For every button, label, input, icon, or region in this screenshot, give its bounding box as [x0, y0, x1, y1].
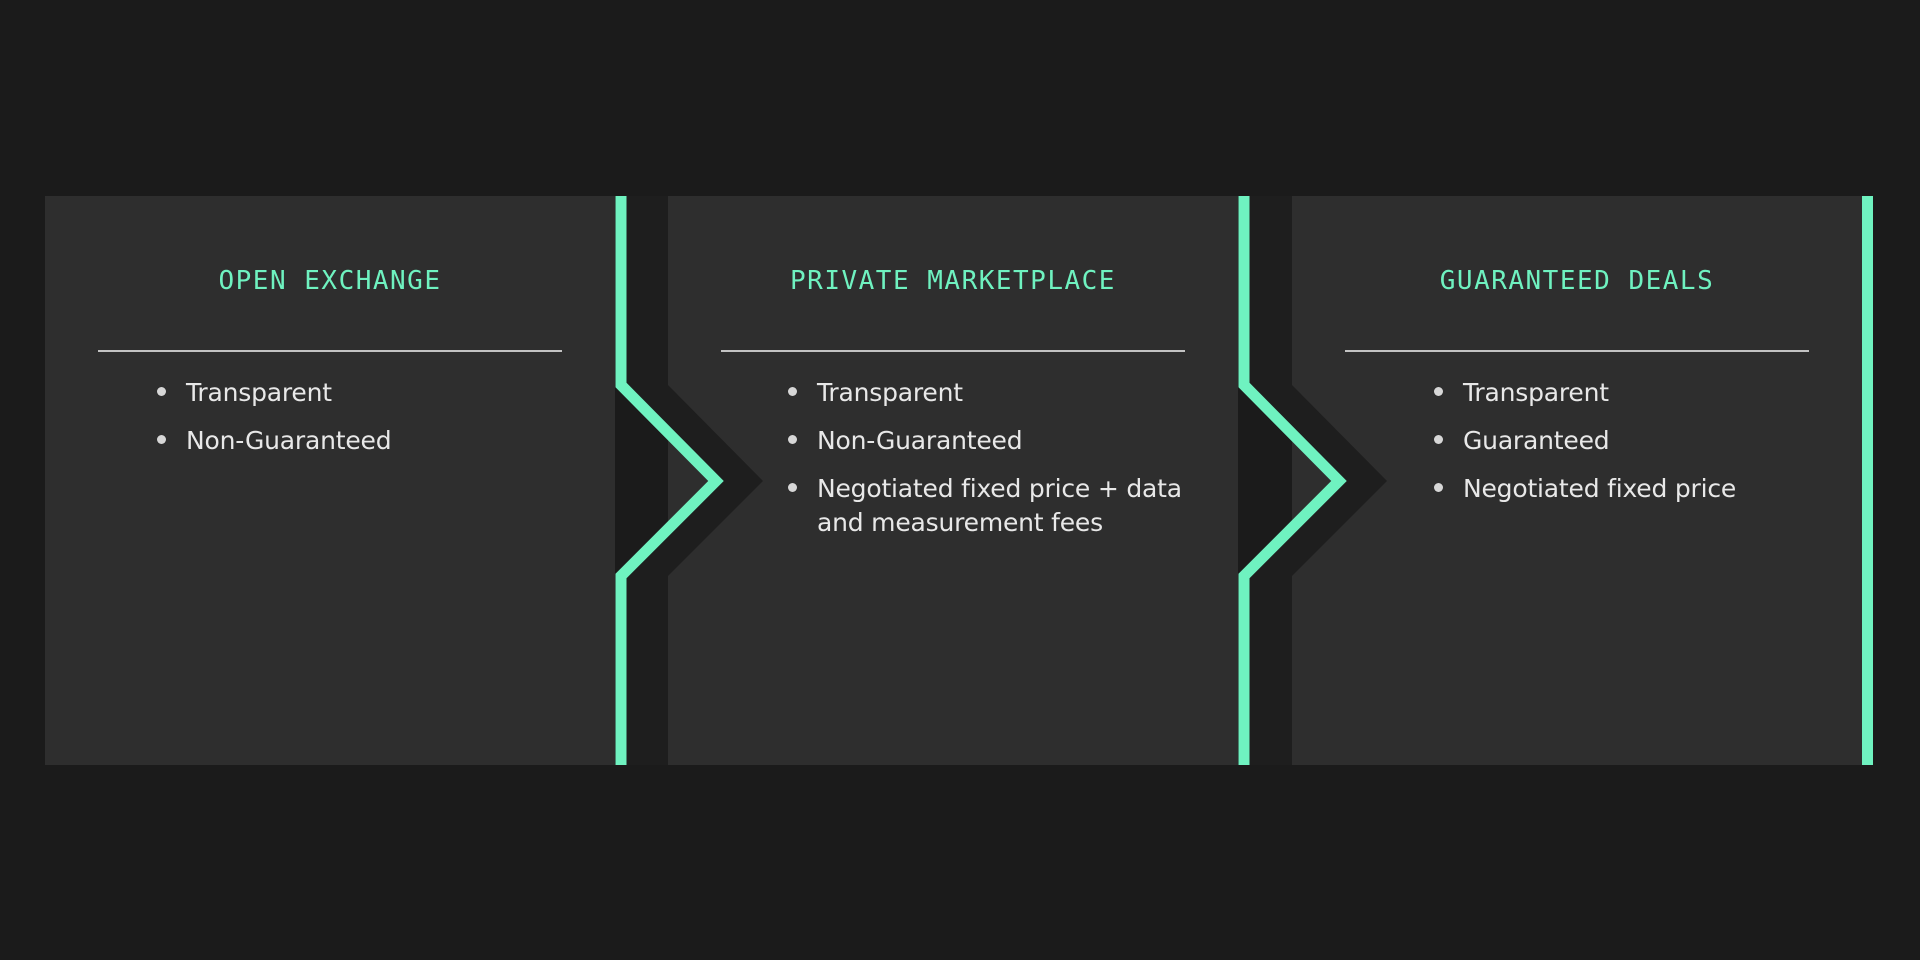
list-item-label: Transparent	[186, 378, 332, 407]
panel-open-exchange[interactable]: OPEN EXCHANGE Transparent Non-Guaranteed	[45, 196, 615, 765]
list-item-label: Transparent	[1463, 378, 1609, 407]
list-item: Non-Guaranteed	[786, 424, 1198, 458]
title-divider	[1345, 350, 1809, 352]
panel-private-marketplace[interactable]: PRIVATE MARKETPLACE Transparent Non-Guar…	[668, 196, 1238, 765]
list-item: Transparent	[1432, 376, 1802, 410]
list-item-label: Negotiated fixed price	[1463, 474, 1737, 503]
list-item: Negotiated fixed price + data and measur…	[786, 472, 1198, 540]
list-item: Transparent	[786, 376, 1198, 410]
list-item: Negotiated fixed price	[1432, 472, 1802, 506]
bullet-dot-icon	[157, 387, 166, 396]
bullet-dot-icon	[157, 435, 166, 444]
feature-list: Transparent Non-Guaranteed Negotiated fi…	[786, 376, 1198, 554]
bullet-dot-icon	[1434, 435, 1443, 444]
list-item: Non-Guaranteed	[155, 424, 577, 458]
title-divider	[721, 350, 1185, 352]
list-item-label: Guaranteed	[1463, 426, 1610, 455]
bullet-dot-icon	[788, 435, 797, 444]
panel-title: GUARANTEED DEALS	[1439, 266, 1715, 296]
feature-list: Transparent Guaranteed Negotiated fixed …	[1432, 376, 1802, 520]
bullet-dot-icon	[1434, 387, 1443, 396]
list-item-label: Negotiated fixed price + data and measur…	[817, 474, 1182, 537]
feature-list: Transparent Non-Guaranteed	[155, 376, 577, 472]
bullet-dot-icon	[788, 483, 797, 492]
list-item: Guaranteed	[1432, 424, 1802, 458]
panel-title: OPEN EXCHANGE	[218, 266, 442, 296]
title-divider	[98, 350, 562, 352]
list-item: Transparent	[155, 376, 577, 410]
list-item-label: Non-Guaranteed	[817, 426, 1023, 455]
bullet-dot-icon	[1434, 483, 1443, 492]
panel-guaranteed-deals[interactable]: GUARANTEED DEALS Transparent Guaranteed …	[1292, 196, 1862, 765]
list-item-label: Non-Guaranteed	[186, 426, 392, 455]
list-item-label: Transparent	[817, 378, 963, 407]
panel-edge-accent-3	[1862, 196, 1873, 765]
panel-title: PRIVATE MARKETPLACE	[790, 266, 1116, 296]
bullet-dot-icon	[788, 387, 797, 396]
